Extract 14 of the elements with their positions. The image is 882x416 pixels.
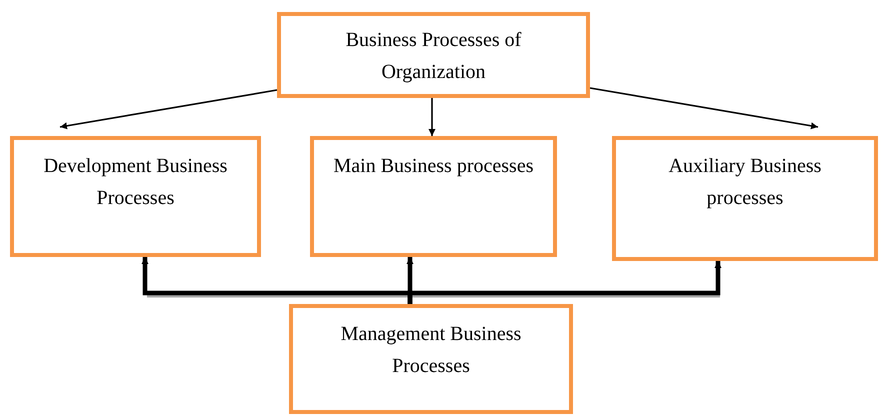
process-box <box>612 136 878 261</box>
arrow <box>408 261 722 304</box>
box-label: Business Processes of Organization <box>344 28 522 85</box>
box-label: Main Business processes <box>334 154 534 179</box>
process-box <box>277 12 590 98</box>
arrow <box>60 89 278 130</box>
box-label: Auxiliary Business processes <box>668 154 822 211</box>
process-box <box>289 304 573 414</box>
process-box <box>10 136 261 257</box>
process-box <box>310 136 557 257</box>
box-label: Development Business Processes <box>42 154 228 211</box>
arrow <box>590 87 818 130</box>
arrow <box>428 98 436 136</box>
box-label: Management Business Processes <box>340 322 522 379</box>
